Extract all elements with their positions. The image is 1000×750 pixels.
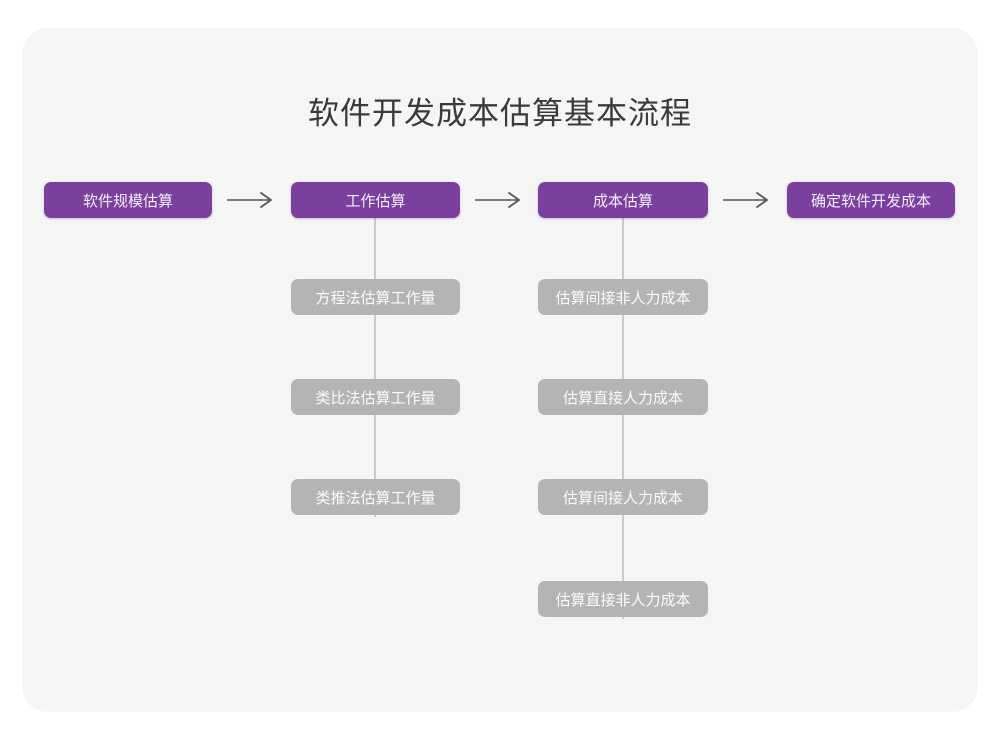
substep-node-label: 类比法估算工作量 [315,389,436,407]
stage-node-label: 成本估算 [592,192,653,210]
stage-node-label: 确定软件开发成本 [810,192,931,210]
substep-node-direct-labor-cost[interactable]: 估算直接人力成本 [538,379,708,415]
substep-node-label: 类推法估算工作量 [315,489,436,507]
stage-node-label: 软件规模估算 [82,192,173,210]
substep-node-label: 估算间接非人力成本 [555,289,691,307]
stage-node-cost-estimation[interactable]: 成本估算 [538,182,708,218]
page-title: 软件开发成本估算基本流程 [308,96,692,131]
substep-node-label: 估算直接非人力成本 [555,591,691,609]
connector-line-stage3 [622,217,624,619]
substep-node-indirect-labor-cost[interactable]: 估算间接人力成本 [538,479,708,515]
arrow-right-icon-1 [222,182,280,218]
substep-node-label: 估算直接人力成本 [562,389,683,407]
arrow-right-icon-2 [470,182,528,218]
stage-node-label: 工作估算 [345,192,406,210]
connector-line-stage2 [374,217,376,517]
stage-node-determine-development-cost[interactable]: 确定软件开发成本 [787,182,955,218]
substep-node-equation-method[interactable]: 方程法估算工作量 [291,279,460,315]
substep-node-analogy-method[interactable]: 类比法估算工作量 [291,379,460,415]
diagram-card [22,28,978,712]
substep-node-label: 方程法估算工作量 [315,289,436,307]
stage-node-effort-estimation[interactable]: 工作估算 [291,182,460,218]
substep-node-label: 估算间接人力成本 [562,489,683,507]
substep-node-inference-method[interactable]: 类推法估算工作量 [291,479,460,515]
arrow-right-icon-3 [718,182,776,218]
stage-node-software-size-estimation[interactable]: 软件规模估算 [44,182,212,218]
substep-node-indirect-nonlabor-cost[interactable]: 估算间接非人力成本 [538,279,708,315]
substep-node-direct-nonlabor-cost[interactable]: 估算直接非人力成本 [538,581,708,617]
